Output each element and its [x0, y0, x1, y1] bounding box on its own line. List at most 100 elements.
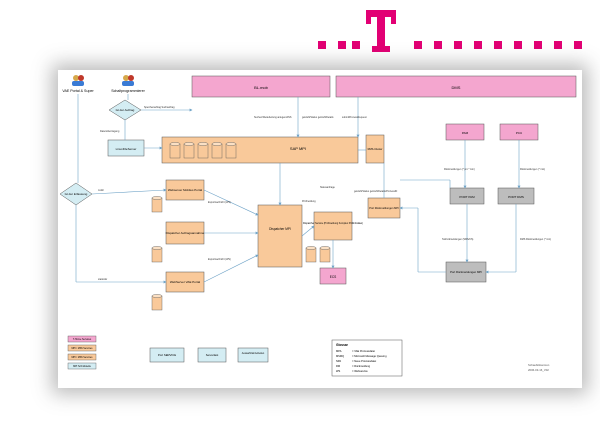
brand-dot — [534, 41, 542, 49]
label-speicherauftrag: Speicherauftrag Suchauftrag — [144, 106, 175, 109]
database-icon — [151, 246, 163, 263]
label-rueckmeldungen-1: Rückmeldungen (* pro * min) — [444, 168, 475, 171]
glossary-term: RM — [336, 364, 340, 368]
legend-item-label: MPI Schnittstelle — [73, 365, 91, 368]
serverlast-box — [197, 347, 227, 363]
database-icon — [151, 196, 163, 213]
linux-file-server-label: LinuxFileServer — [116, 147, 137, 151]
legend-item: MPI / MPA Services — [67, 353, 97, 361]
glossary-term: WS — [336, 369, 340, 373]
rms-cluster-label: RMS-Cluster — [368, 147, 383, 151]
brand-dot — [494, 41, 502, 49]
serverlast-label: Serverlast — [206, 353, 219, 357]
actor-left-label: VAE Portal & Super — [62, 89, 94, 93]
dispatcher-mpi-box — [257, 204, 303, 268]
rms-cluster-box — [365, 134, 385, 164]
label-teilrueckmeldungen: Teilrückmeldungen (SMS/CS) — [442, 238, 474, 241]
architecture-diagram: VAE Portal & Super Schaltprogrammierer B… — [59, 75, 577, 377]
sap-mpi-label: SAP MPI — [290, 146, 306, 151]
glossary-definition: = Neue Prozessdatei — [352, 359, 377, 363]
pcu-label: PCU — [516, 131, 522, 135]
pam-label: PAM — [462, 131, 469, 135]
glossary-definition: = Webservice — [352, 369, 368, 373]
brand-dot-strip — [318, 38, 600, 52]
database-icon — [225, 142, 237, 159]
database-icon — [183, 142, 195, 159]
label-rueckmeldungen-2: Rückmeldungen (* min) — [520, 168, 545, 171]
glossary-definition: = Microsoft Message Queuing — [352, 354, 387, 358]
brand-dot — [414, 41, 422, 49]
brand-dot — [474, 41, 482, 49]
dispatcher-ap-label: Dispatcher Auftragsannahme — [166, 231, 205, 235]
legend-item-label: MPI / MPA Services — [72, 356, 94, 359]
port-dms-label: PORT DMS — [508, 195, 524, 199]
architecture-diagram-sheet: VAE Portal & Super Schaltprogrammierer B… — [58, 70, 582, 388]
port-pam-label: PORT PAM — [459, 195, 475, 199]
database-cylinders — [151, 142, 331, 311]
auswahl-label: Auswahl Einzelzeilen — [242, 352, 265, 355]
legend-item: MPI / MPA Services — [67, 344, 97, 352]
top-bar-left — [191, 75, 331, 98]
label-datenuebertragung: Datenübertragung — [100, 130, 120, 133]
database-icon — [319, 246, 331, 263]
label-statusanfrage: Statusanfrage — [320, 186, 336, 189]
brand-dot — [514, 41, 522, 49]
database-icon — [169, 142, 181, 159]
glossary-term: NPA — [336, 359, 341, 363]
brand-dot — [318, 41, 326, 49]
port-service-label: Port SERVICE — [158, 353, 176, 357]
label-suchen: Suchen/Weiterleitung anlegen/ANS — [254, 116, 292, 119]
legend-item: MPI Schnittstelle — [67, 362, 97, 370]
auswahl-box — [237, 347, 269, 363]
webserver-mobile-label: Webserver Mobiles Portal — [168, 188, 203, 192]
decision-upper-label: Ist der Auftrag — [116, 108, 135, 112]
brand-dot — [574, 41, 582, 49]
label-export-2: Exportnachricht (WS) — [208, 258, 231, 261]
footer-version-value: 2006-03-16_V02 — [528, 368, 549, 372]
sap-mpi-box — [161, 136, 359, 164]
brand-dot — [338, 41, 346, 49]
legend-item-label: T-Home Services — [73, 338, 92, 341]
database-icon — [211, 142, 223, 159]
footer-version-label: Schaubildversion — [528, 363, 550, 367]
actor-right-icon — [122, 75, 134, 86]
glossary-box — [331, 339, 403, 377]
connector-lines — [75, 94, 521, 284]
label-mobil: mobil — [98, 189, 104, 192]
top-bar-right-label: DMS — [452, 85, 461, 90]
glossary-definition: = VAE Prozessdatei — [352, 349, 375, 353]
port-rueckmeldungen-label: Port Rückmeldungen MPI — [369, 206, 399, 210]
actor-left-icon — [72, 75, 84, 86]
connector-labels: Speicherauftrag Suchauftrag Datenübertra… — [98, 106, 551, 281]
dispatcher-service-label: Dispatcher Service (Prüfmeldung Komplex … — [303, 222, 363, 225]
label-stationaer: stationär — [98, 278, 107, 281]
brand-dot — [434, 41, 442, 49]
label-pruefmeldung: Prüfmeldung — [302, 200, 316, 203]
top-bar-right — [335, 75, 577, 98]
brand-dot — [454, 41, 462, 49]
dispatcher-service-box — [313, 211, 353, 241]
webserver-vae-label: WebServer VAE Portal — [170, 280, 201, 284]
glossary-definition: = Rückmeldung — [352, 364, 371, 368]
label-getauftrstatus-2: getAuftrStatus getAuftrDetails/ProzessID — [354, 190, 397, 193]
glossary-title: Glossar — [336, 343, 349, 347]
decision-mid-label: Ist der Erfassung — [65, 192, 88, 196]
legend-item-label: MPI / MPA Services — [72, 347, 94, 350]
database-icon — [151, 294, 163, 311]
telekom-t-logo-icon — [366, 10, 396, 52]
label-export-1: Exportnachricht (WS) — [208, 201, 231, 204]
glossary-term: MPA — [336, 349, 342, 353]
top-bar-left-label: BL.mob — [254, 85, 269, 90]
port-bottom-label: Port Rückmeldungen MPI — [450, 270, 482, 274]
brand-dot — [554, 41, 562, 49]
port-service-box — [149, 347, 185, 363]
brand-dot — [352, 41, 360, 49]
ecs-label: ECS — [330, 275, 337, 279]
legend-item: T-Home Services — [67, 335, 97, 343]
label-getauftrstatus: getAuftrStatus getAuftrDetails — [302, 116, 334, 119]
database-icon — [305, 246, 317, 263]
label-submit: submitProcessRequest — [342, 116, 367, 119]
dispatcher-mpi-label: Dispatcher MPI — [269, 227, 291, 231]
